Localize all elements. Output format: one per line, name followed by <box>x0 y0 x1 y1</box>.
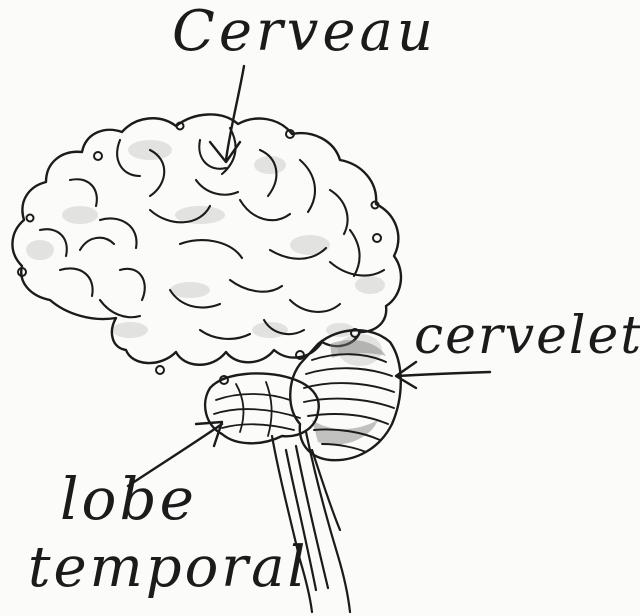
temporal-lobe-lines <box>214 382 300 436</box>
cerebrum-folds <box>40 128 384 339</box>
label-temporal: temporal <box>28 540 308 596</box>
label-lobe: lobe <box>60 470 197 528</box>
cerebrum-shading <box>26 140 385 366</box>
label-cerveau: Cerveau <box>172 4 437 60</box>
label-cervelet: cervelet <box>414 310 640 362</box>
